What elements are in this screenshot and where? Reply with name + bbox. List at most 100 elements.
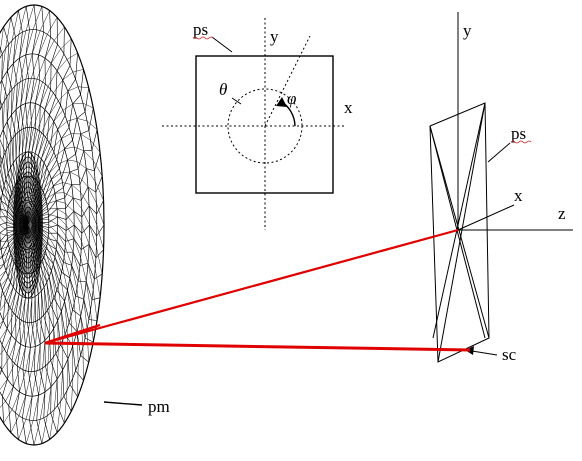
mirror-facet-edge bbox=[13, 109, 17, 137]
mirror-facet-edge bbox=[88, 205, 98, 226]
mirror-facet-edge bbox=[2, 129, 4, 156]
label-theta: θ bbox=[219, 80, 227, 99]
mirror-facet-edge bbox=[94, 268, 101, 298]
mirror-facet-edge bbox=[73, 224, 82, 242]
mirror-facet-edge bbox=[58, 91, 69, 101]
mirror-facet-edge bbox=[48, 213, 58, 218]
mirror-facet-edge bbox=[82, 346, 84, 381]
mirror-facet-edge bbox=[0, 401, 6, 408]
mirror-facet-edge bbox=[36, 268, 39, 295]
mirror-facet-edge bbox=[0, 369, 2, 372]
mirror-facet-edge bbox=[57, 285, 62, 312]
label-y-screen: y bbox=[463, 21, 472, 40]
mirror-facet-edge bbox=[5, 17, 12, 49]
mirror-facet-edge bbox=[64, 301, 68, 329]
mirror-facet-edge bbox=[56, 200, 66, 204]
mirror-facet-edge bbox=[86, 328, 89, 363]
mirror-facet-edge bbox=[44, 92, 54, 110]
mirror-facet-edge bbox=[4, 70, 8, 101]
mirror-facet-edge bbox=[7, 40, 13, 71]
mirror-facet-edge bbox=[48, 230, 58, 242]
mirror-facet-edge bbox=[25, 347, 31, 371]
mirror-facet-edge bbox=[13, 294, 20, 314]
mirror-spoke bbox=[0, 224, 27, 251]
mirror-facet-edge bbox=[0, 349, 5, 355]
mirror-facet-edge bbox=[31, 54, 39, 79]
mirror-dense-core bbox=[22, 211, 34, 239]
mirror-facet-edge bbox=[3, 282, 11, 295]
mirror-facet-edge bbox=[31, 30, 41, 54]
mirror-facet-edge bbox=[63, 257, 71, 279]
mirror-facet-edge bbox=[2, 193, 9, 209]
mirror-spoke bbox=[0, 184, 27, 226]
mirror-facet-edge bbox=[43, 287, 46, 314]
mirror-spoke bbox=[26, 224, 105, 237]
mirror-facet-edge bbox=[67, 118, 78, 122]
mirror-facet-edge bbox=[13, 367, 21, 387]
mirror-spoke bbox=[0, 99, 27, 226]
mirror-facet-edge bbox=[39, 10, 50, 31]
mirror-facet-edge bbox=[74, 146, 84, 152]
mirror-spoke bbox=[25, 224, 101, 301]
mirror-facet-edge bbox=[38, 367, 43, 396]
mirror-dense-core bbox=[13, 156, 43, 294]
mirror-facet-edge bbox=[39, 317, 42, 345]
mirror-facet-edge bbox=[26, 176, 31, 201]
mirror-facet-edge bbox=[81, 208, 90, 226]
mirror-spoke bbox=[25, 224, 104, 259]
mirror-facet-edge bbox=[25, 102, 31, 128]
mirror-facet-edge bbox=[34, 132, 42, 154]
mirror-facet-edge bbox=[45, 250, 52, 271]
mirror-facet-edge bbox=[25, 151, 29, 177]
mirror-spoke bbox=[25, 175, 103, 226]
mirror-facet-edge bbox=[0, 216, 7, 226]
mirror-facet-edge bbox=[0, 263, 5, 267]
mirror-facet-edge bbox=[42, 340, 46, 369]
mirror-dense-core bbox=[17, 176, 39, 274]
mirror-facet-edge bbox=[64, 390, 68, 424]
mirror-spoke bbox=[0, 155, 27, 226]
mirror-facet-edge bbox=[57, 121, 68, 130]
mirror-facet-edge bbox=[25, 176, 29, 201]
mirror-facet-edge bbox=[66, 358, 69, 391]
mirror-facet-edge bbox=[71, 184, 81, 193]
mirror-facet-edge bbox=[6, 121, 8, 149]
mirror-dense-core bbox=[13, 151, 43, 299]
mirror-facet-edge bbox=[25, 4, 35, 31]
mirror-spoke bbox=[25, 224, 43, 444]
mirror-facet-edge bbox=[51, 270, 56, 295]
mirror-facet-edge bbox=[76, 331, 79, 364]
mirror-facet-edge bbox=[56, 208, 67, 215]
mirror-facet-edge bbox=[38, 34, 48, 56]
label-ps-inset: ps bbox=[193, 20, 208, 39]
mirror-facet-edge bbox=[65, 203, 75, 212]
mirror-facet-edge bbox=[0, 200, 8, 215]
mirror-facet-edge bbox=[63, 192, 74, 198]
mirror-facet-edge bbox=[15, 132, 18, 159]
mirror-facet-edge bbox=[18, 129, 22, 156]
mirror-facet-edge bbox=[21, 127, 26, 154]
mirror-facet-edge bbox=[47, 241, 56, 257]
mirror-facet-edge bbox=[19, 346, 26, 369]
mirror-facet-edge bbox=[57, 216, 67, 226]
mirror-facet-edge bbox=[3, 409, 13, 424]
mirror-facet-edge bbox=[64, 246, 72, 266]
mirror-facet-edge bbox=[56, 401, 62, 433]
mirror-facet-edge bbox=[39, 391, 46, 420]
mirror-facet-edge bbox=[61, 311, 64, 340]
screen-inner-line-2 bbox=[432, 102, 486, 339]
mirror-facet-edge bbox=[54, 26, 65, 41]
mirror-spoke bbox=[0, 168, 27, 226]
mirror-facet-edge bbox=[47, 335, 50, 364]
mirror-facet-edge bbox=[44, 185, 54, 195]
mirror-facet-edge bbox=[69, 277, 75, 304]
mirror-facet-edge bbox=[92, 289, 98, 321]
mirror-facet-edge bbox=[11, 317, 18, 336]
mirror-facet-edge bbox=[11, 391, 20, 410]
mirror-facet-edge bbox=[83, 299, 88, 330]
mirror-facet-edge bbox=[44, 363, 49, 392]
screen-x-axis bbox=[457, 204, 515, 231]
mirror-facet-edge bbox=[48, 235, 57, 250]
mirror-facet-edge bbox=[0, 163, 5, 187]
